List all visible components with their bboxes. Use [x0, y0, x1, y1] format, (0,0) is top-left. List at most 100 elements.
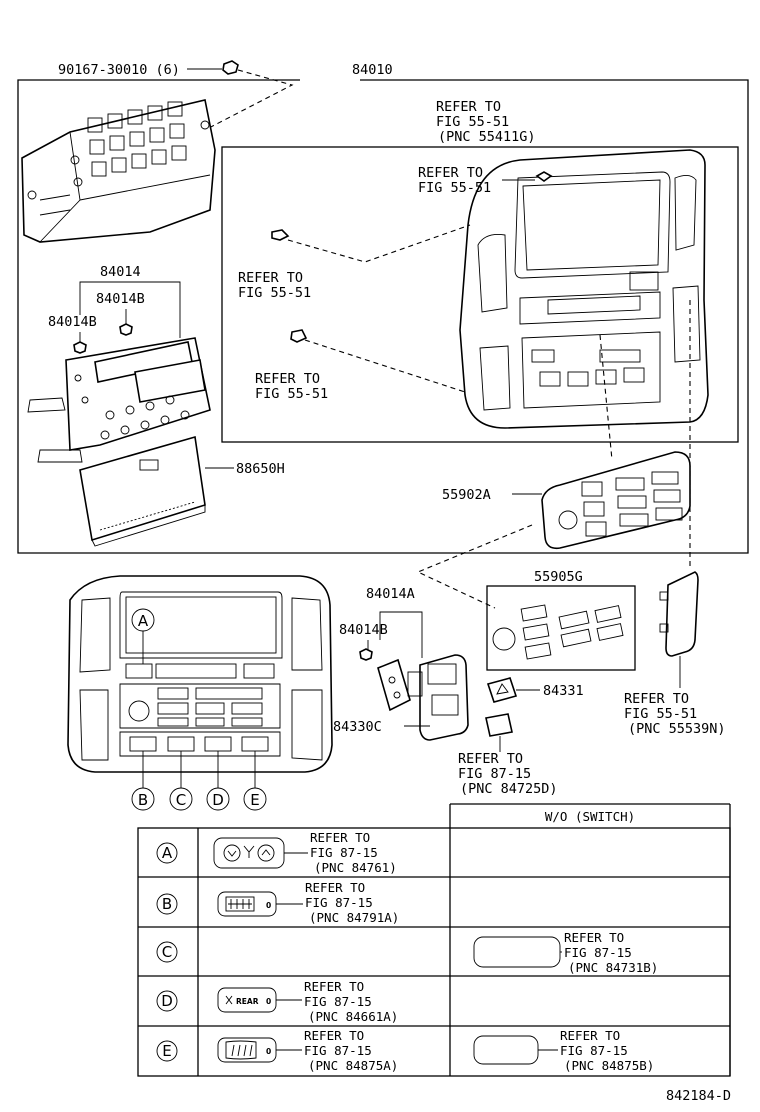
- svg-text:C: C: [162, 943, 172, 961]
- svg-text:D: D: [212, 791, 224, 809]
- center-bezel: [459, 149, 709, 429]
- row-a-l3: (PNC 84761): [314, 860, 397, 875]
- row-b-l2: FIG 87-15: [305, 895, 373, 910]
- switch-b-icon: 0: [217, 891, 277, 917]
- row-e-r1: REFER TO: [560, 1028, 620, 1043]
- row-c-r2: FIG 87-15: [564, 945, 632, 960]
- svg-text:0: 0: [266, 1047, 271, 1056]
- control-unit: [79, 435, 206, 547]
- refer5-line1: REFER TO: [624, 691, 689, 707]
- switch-e-icon: 0: [217, 1037, 277, 1063]
- label-84014b-3: 84014B: [339, 622, 388, 638]
- panel-subframe: [221, 146, 739, 443]
- row-c-key: [156, 941, 178, 963]
- clip-icon: [271, 229, 290, 241]
- row-d-l3: (PNC 84661A): [308, 1009, 398, 1024]
- refer1-line3: (PNC 55411G): [438, 129, 536, 145]
- label-84331: 84331: [543, 683, 584, 699]
- row-a-key: [156, 842, 178, 864]
- switch-a-icon: [213, 837, 285, 869]
- switch-e-blank-icon: [473, 1035, 539, 1065]
- clip-icon: [535, 171, 553, 182]
- label-84014: 84014: [100, 264, 141, 280]
- label-55905g: 55905G: [534, 569, 583, 585]
- svg-text:E: E: [162, 1042, 171, 1060]
- switch-housing: [407, 654, 469, 741]
- svg-text:B: B: [138, 791, 148, 809]
- refer2-line2: FIG 55-51: [418, 180, 491, 196]
- hazard-button: [486, 677, 518, 703]
- refer1-line1: REFER TO: [436, 99, 501, 115]
- clip-icon: [290, 329, 308, 343]
- refer4-line1: REFER TO: [255, 371, 320, 387]
- svg-text:B: B: [162, 895, 172, 913]
- bezel-front-view: [67, 575, 333, 773]
- label-84014b-2: 84014B: [48, 314, 97, 330]
- row-d-l1: REFER TO: [304, 979, 364, 994]
- refer5-line3: (PNC 55539N): [628, 721, 726, 737]
- row-d-key: [156, 990, 178, 1012]
- label-55902a: 55902A: [442, 487, 491, 503]
- switch-board: [377, 658, 411, 712]
- diagram-id: 842184-D: [666, 1088, 731, 1104]
- svg-text:C: C: [176, 791, 186, 809]
- svg-text:E: E: [250, 791, 259, 809]
- svg-text:0: 0: [266, 901, 271, 910]
- screw-icon: [73, 341, 87, 354]
- screw-icon: [359, 648, 373, 661]
- bolt-icon: [222, 60, 239, 75]
- switch-table: [137, 803, 731, 1077]
- assy-label: 84010: [352, 62, 393, 78]
- row-e-l3: (PNC 84875A): [308, 1058, 398, 1073]
- row-c-r3: (PNC 84731B): [568, 960, 658, 975]
- button-set-55905g: [492, 604, 624, 660]
- callout-e: [243, 787, 267, 811]
- climate-housing: [21, 99, 216, 243]
- label-84014a: 84014A: [366, 586, 415, 602]
- row-b-l1: REFER TO: [305, 880, 365, 895]
- refer6-line1: REFER TO: [458, 751, 523, 767]
- label-84014b-1: 84014B: [96, 291, 145, 307]
- table-header: W/O (SWITCH): [545, 809, 635, 824]
- side-cover: [659, 571, 699, 657]
- refer5-line2: FIG 55-51: [624, 706, 697, 722]
- row-e-key: [156, 1040, 178, 1062]
- control-panel-55902a: [541, 451, 691, 550]
- refer3-line1: REFER TO: [238, 270, 303, 286]
- refer6-line3: (PNC 84725D): [460, 781, 558, 797]
- row-b-l3: (PNC 84791A): [309, 910, 399, 925]
- refer2-line1: REFER TO: [418, 165, 483, 181]
- bolt-label: 90167-30010 (6): [58, 62, 180, 78]
- row-a-l2: FIG 87-15: [310, 845, 378, 860]
- svg-text:0: 0: [266, 997, 271, 1006]
- row-d-l2: FIG 87-15: [304, 994, 372, 1009]
- callout-b: [131, 787, 155, 811]
- assembly-frame: [17, 79, 749, 554]
- callout-d: [206, 787, 230, 811]
- refer3-line2: FIG 55-51: [238, 285, 311, 301]
- row-e-r3: (PNC 84875B): [564, 1058, 654, 1073]
- circuit-board: [27, 337, 211, 463]
- blank-button: [485, 713, 513, 737]
- screw-icon: [119, 323, 133, 336]
- callout-c: [169, 787, 193, 811]
- row-b-key: [156, 893, 178, 915]
- refer6-line2: FIG 87-15: [458, 766, 531, 782]
- label-88650h: 88650H: [236, 461, 285, 477]
- svg-text:D: D: [161, 992, 173, 1010]
- row-e-l1: REFER TO: [304, 1028, 364, 1043]
- row-c-r1: REFER TO: [564, 930, 624, 945]
- row-e-l2: FIG 87-15: [304, 1043, 372, 1058]
- svg-text:REAR: REAR: [236, 997, 259, 1006]
- svg-text:A: A: [138, 612, 149, 630]
- box-55905g: [486, 585, 636, 671]
- switch-d-icon: REAR 0: [217, 987, 277, 1013]
- refer1-line2: FIG 55-51: [436, 114, 509, 130]
- switch-c-blank-icon: [473, 936, 561, 968]
- refer4-line2: FIG 55-51: [255, 386, 328, 402]
- row-a-l1: REFER TO: [310, 830, 370, 845]
- row-e-r2: FIG 87-15: [560, 1043, 628, 1058]
- label-84330c: 84330C: [333, 719, 382, 735]
- svg-text:A: A: [162, 844, 173, 862]
